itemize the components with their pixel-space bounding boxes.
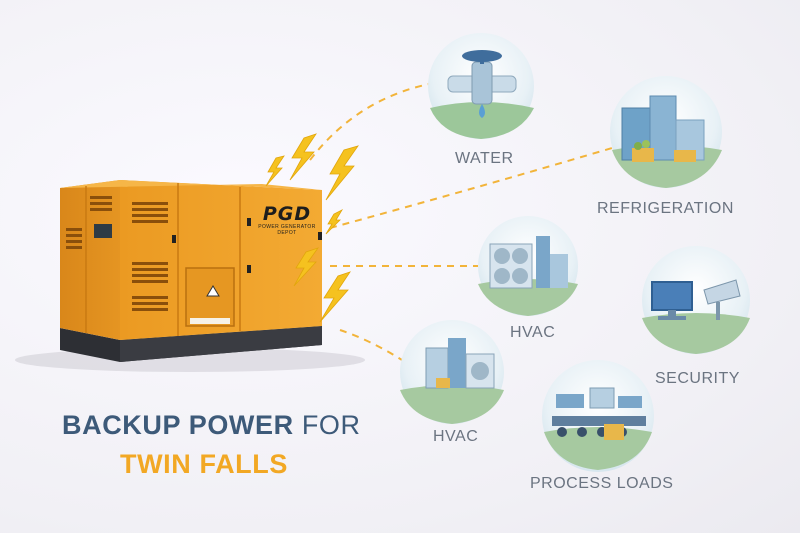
headline-secondary: FOR (301, 410, 361, 440)
lightning-bolt-icon (289, 133, 317, 181)
connector-refrigeration (329, 147, 613, 229)
security-bubble (642, 246, 750, 354)
hvac-rooftop-bubble (400, 320, 504, 424)
generator-control-screen (94, 224, 112, 238)
lightning-bolt-icon (325, 145, 359, 201)
generator-brand-logo: PGD POWER GENERATOR DEPOT (256, 204, 318, 236)
lightning-bolt-icon (325, 209, 344, 235)
lightning-bolt-icon (293, 247, 320, 287)
headline-location: TWIN FALLS (120, 449, 288, 479)
lightning-bolt-icon (265, 155, 285, 187)
lightning-bolts (265, 133, 359, 323)
headline-primary: BACKUP POWER (62, 410, 294, 440)
headline: BACKUP POWER FOR (62, 410, 361, 441)
label-refrigeration: REFRIGERATION (597, 200, 734, 217)
brand-logo-tagline: POWER GENERATOR DEPOT (258, 224, 316, 236)
generator-front-panel (120, 180, 322, 340)
hvac-unit-icon (489, 236, 568, 289)
lightning-bolt-icon (319, 271, 351, 323)
label-hvac-rooftop: HVAC (433, 428, 479, 445)
generator-access-hatch (185, 267, 235, 327)
connector-water (309, 81, 441, 161)
process-loads-bubble (542, 360, 654, 472)
water-valve-icon (447, 50, 517, 118)
label-process-loads: PROCESS LOADS (530, 475, 674, 492)
label-water: WATER (455, 150, 514, 167)
label-hvac: HVAC (510, 324, 556, 341)
connector-hvac-2 (339, 329, 403, 361)
label-security: SECURITY (655, 370, 740, 387)
brand-logo-text: PGD (262, 203, 312, 225)
water-bubble (428, 33, 534, 139)
security-camera-icon (651, 279, 741, 320)
process-loads-icon (552, 387, 646, 440)
hvac-rooftop-icon (425, 338, 495, 389)
generator-side-panel (60, 180, 120, 340)
hvac-bubble (478, 216, 578, 316)
refrigeration-icon (621, 95, 705, 162)
refrigeration-bubble (610, 76, 722, 188)
